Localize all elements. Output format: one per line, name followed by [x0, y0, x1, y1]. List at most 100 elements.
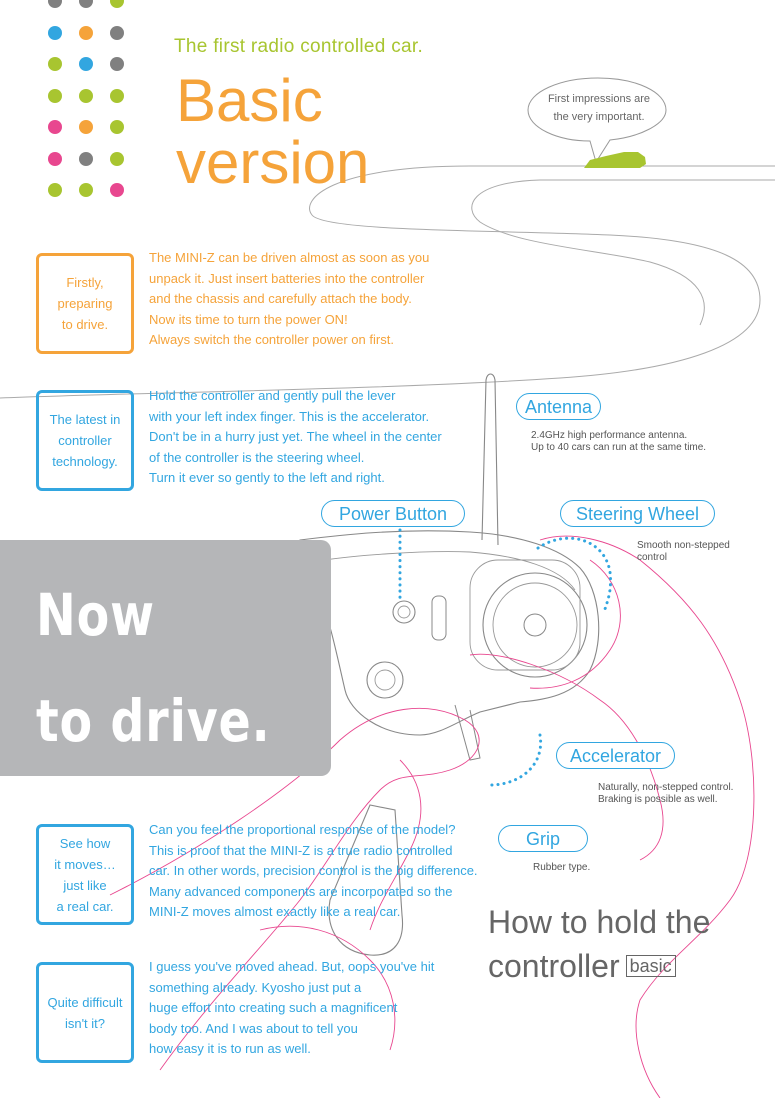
antenna-note-line-2: Up to 40 cars can run at the same time.: [531, 442, 707, 453]
color-dot: [48, 25, 62, 40]
section-text-moves: Can you feel the proportional response o…: [149, 820, 478, 923]
color-dot: [110, 120, 124, 134]
color-dot: [79, 183, 93, 197]
color-dot: [110, 88, 124, 103]
color-dot: [110, 151, 124, 166]
antenna-label: Antenna: [516, 393, 601, 420]
section-label-line: Quite difficult: [47, 994, 123, 1010]
section-text-line: Many advanced components are incorporate…: [149, 883, 453, 899]
drive-panel: [0, 540, 331, 776]
accelerator-note-line-2: Braking is possible as well.: [598, 794, 718, 805]
color-dot: [48, 151, 62, 166]
speech-bubble-shape: [527, 77, 667, 164]
color-dot: [79, 0, 93, 8]
section-text-line: of the controller is the steering wheel.: [149, 449, 365, 465]
power-button-label: Power Button: [321, 500, 465, 527]
speech-bubble-text: First impressions are the very important…: [536, 90, 662, 126]
track-curve-inner: [471, 179, 775, 326]
section-text-line: how easy it is to run as well.: [149, 1041, 311, 1057]
color-dot: [48, 88, 62, 103]
basic-badge: basic: [625, 954, 676, 977]
controller-body-inner: [324, 551, 576, 591]
section-label-line: See how: [59, 835, 111, 851]
title-line-1: Basic: [176, 67, 323, 134]
section-text-line: car. In other words, precision control i…: [149, 863, 478, 879]
section-label-line: just like: [63, 877, 107, 893]
section-text-line: Can you feel the proportional response o…: [149, 822, 456, 837]
page-title: Basic version: [176, 70, 369, 194]
controller-knob-drawing: [366, 661, 404, 699]
color-dot: [110, 183, 124, 197]
accelerator-leader: [488, 733, 543, 787]
section-label-technology: The latest in controller technology.: [36, 390, 134, 491]
section-text-line: huge effort into creating such a magnifi…: [149, 1000, 398, 1016]
steering-note-line-1: Smooth non-stepped: [637, 540, 730, 551]
right-hand-finger: [529, 559, 621, 689]
title-line-2: version: [176, 129, 370, 196]
antenna-note: 2.4GHz high performance antenna. Up to 4…: [531, 430, 706, 454]
panel-line-1: Now: [36, 581, 155, 649]
color-dot: [79, 120, 93, 134]
steering-note-line-2: control: [637, 552, 668, 563]
section-text-difficult: I guess you've moved ahead. But, oops yo…: [149, 957, 434, 1060]
section-label-line: The latest in: [49, 412, 121, 427]
color-dot: [110, 0, 124, 8]
color-dot: [79, 25, 93, 40]
section-label-line: a real car.: [56, 898, 114, 914]
controller-knob-inner: [374, 669, 396, 691]
section-text-line: I guess you've moved ahead. But, oops yo…: [149, 959, 435, 974]
drive-panel-heading: Now to drive.: [36, 562, 270, 774]
section-text-line: unpack it. Just insert batteries into th…: [149, 270, 425, 286]
section-text-line: MINI-Z moves almost exactly like a real …: [149, 904, 401, 920]
section-text-line: Turn it ever so gently to the left and r…: [149, 470, 385, 486]
color-dot: [79, 151, 93, 166]
accelerator-note-line-1: Naturally, non-stepped control.: [598, 782, 734, 793]
accelerator-note: Naturally, non-stepped control. Braking …: [598, 782, 733, 806]
controller-body-drawing: [299, 530, 600, 736]
section-text-line: Always switch the controller power on fi…: [149, 332, 394, 348]
section-text-line: Don't be in a hurry just yet. The wheel …: [149, 429, 442, 445]
color-dot: [110, 57, 124, 71]
section-text-line: something already. Kyosho just put a: [149, 979, 362, 995]
section-text-technology: Hold the controller and gently pull the …: [149, 386, 442, 489]
left-hand-palm: [259, 925, 396, 1051]
steering-wheel-rim: [492, 582, 578, 668]
steering-wheel-drawing: [482, 572, 588, 678]
antenna-note-line-1: 2.4GHz high performance antenna.: [531, 430, 688, 441]
section-text-line: Now its time to turn the power ON!: [149, 311, 348, 327]
section-label-line: technology.: [52, 454, 118, 469]
section-label-line: Firstly,: [66, 275, 104, 290]
grip-label: Grip: [498, 825, 588, 852]
right-hand-outline: [539, 535, 755, 1098]
controller-grip-drawing: [328, 804, 404, 956]
accelerator-label: Accelerator: [556, 742, 675, 769]
right-hand-thumb: [469, 653, 664, 861]
section-text-line: body too. And I was about to tell you: [149, 1020, 358, 1036]
section-label-line: controller: [58, 433, 112, 448]
section-text-preparing: The MINI-Z can be driven almost as soon …: [149, 248, 429, 351]
steering-housing: [469, 559, 581, 671]
section-label-line: to drive.: [61, 317, 109, 332]
left-hand-finger: [369, 759, 422, 931]
page-subtitle: The first radio controlled car.: [174, 36, 424, 57]
car-silhouette: [584, 152, 646, 168]
track-curve: [0, 165, 775, 399]
grip-note: Rubber type.: [533, 862, 591, 873]
bubble-line-2: the very important.: [553, 111, 645, 123]
controller-trigger: [454, 704, 481, 761]
color-dot: [110, 25, 124, 40]
color-dot: [48, 183, 62, 197]
howto-line-1: How to hold the: [488, 904, 711, 940]
steering-wheel-label: Steering Wheel: [560, 500, 715, 527]
color-dot: [48, 120, 62, 134]
color-dot: [48, 0, 62, 8]
power-button-drawing: [392, 600, 416, 624]
bubble-line-1: First impressions are: [547, 93, 651, 105]
color-dot: [79, 88, 93, 103]
section-text-line: and the chassis and carefully attach the…: [149, 291, 412, 307]
section-text-line: This is proof that the MINI-Z is a true …: [149, 842, 453, 858]
power-button-ring: [397, 605, 411, 619]
